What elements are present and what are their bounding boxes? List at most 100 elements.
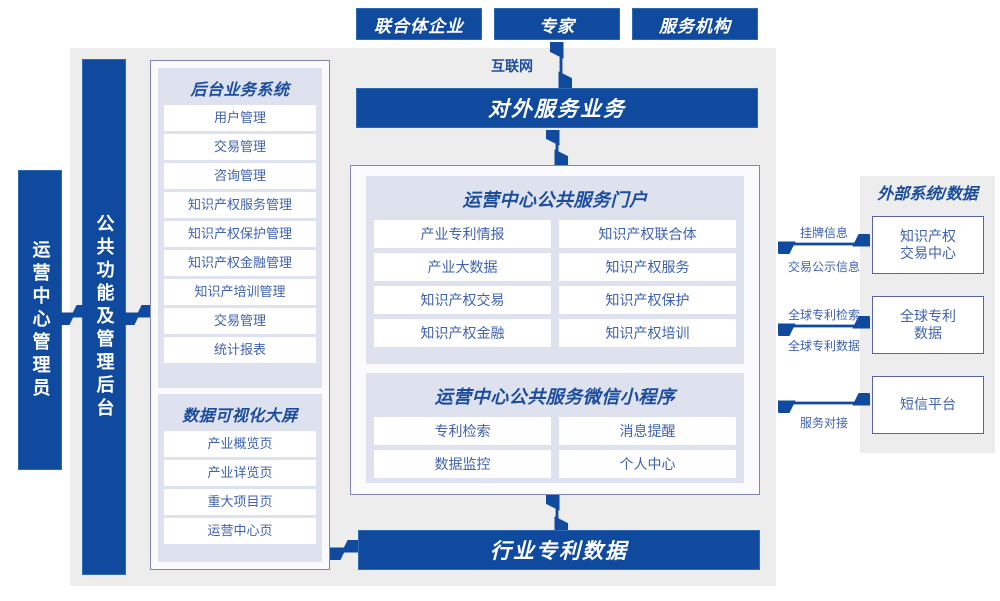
portal-item-label: 知识产权交易 [420,291,505,308]
backend-item-label: 知识产权金融管理 [187,254,292,270]
backend-item-label: 交易管理 [213,138,266,154]
backend-item[interactable]: 知识产培训管理 [164,279,316,305]
portal-item-label: 知识产权培训 [605,324,690,341]
external-box-text: 知识产权 交易中心 [900,228,956,263]
portal-item[interactable]: 知识产权联合体 [559,220,736,248]
data-screen-item-label: 运营中心页 [207,522,273,538]
miniprogram-title: 运营中心公共服务微信小程序 [434,387,676,407]
data-screen-title: 数据可视化大屏 [182,408,298,425]
top-actor-label: 服务机构 [659,16,731,36]
backend-system-list: 用户管理 交易管理 咨询管理 知识产权服务管理 知识产权保护管理 知识产权金融管… [164,105,316,363]
backend-item[interactable]: 用户管理 [164,105,316,131]
external-box-line2: 交易中心 [900,245,956,261]
top-actor-专家[interactable]: 专家 [494,8,620,40]
industry-patent-data-label: 行业专利数据 [490,540,628,563]
backend-item[interactable]: 知识产权服务管理 [164,192,316,218]
miniprogram-item-label: 专利检索 [434,422,491,439]
miniprogram-grid: 专利检索 消息提醒 数据监控 个人中心 [374,417,736,478]
service-portal-arrow [546,130,568,166]
data-screen-item[interactable]: 运营中心页 [164,518,316,544]
backend-system-title: 后台业务系统 [190,82,290,99]
miniprogram-item[interactable]: 个人中心 [559,450,736,478]
backend-item-label: 用户管理 [213,109,266,125]
external-connector-1-arrow [778,234,870,254]
external-box-line1: 短信平台 [900,396,956,413]
external-connector-1-label-above: 挂牌信息 [799,226,848,240]
external-connector-1-label-below: 交易公示信息 [787,260,860,274]
top-actor-服务机构[interactable]: 服务机构 [632,8,758,40]
backend-item-label: 知识产权服务管理 [187,196,292,212]
portal-item-label: 产业专利情报 [420,225,505,242]
miniprogram-item[interactable]: 数据监控 [374,450,551,478]
miniprogram-item-label: 数据监控 [434,455,491,472]
backend-item[interactable]: 知识产权保护管理 [164,221,316,247]
portal-title: 运营中心公共服务门户 [462,190,648,210]
portal-item-label: 产业大数据 [427,258,498,275]
role-bar-label: 公共功能及管理后台 [94,213,115,421]
data-screen-item[interactable]: 产业概览页 [164,431,316,457]
external-connector-2-label-below: 全球专利数据 [787,339,860,353]
miniprogram-item-label: 个人中心 [619,455,676,472]
external-box-line1: 知识产权 [900,227,956,244]
backend-item[interactable]: 交易管理 [164,134,316,160]
backend-item[interactable]: 交易管理 [164,308,316,334]
backend-item[interactable]: 咨询管理 [164,163,316,189]
backend-system-group: 后台业务系统 用户管理 交易管理 咨询管理 知识产权服务管理 知识产权保护管理 … [158,68,322,388]
backend-item-label: 统计报表 [213,341,266,357]
data-screen-list: 产业概览页 产业详览页 重大项目页 运营中心页 [164,431,316,544]
backend-item[interactable]: 知识产权金融管理 [164,250,316,276]
external-service-bar[interactable]: 对外服务业务 [356,88,758,128]
industry-patent-data-bar[interactable]: 行业专利数据 [358,530,760,570]
portal-item[interactable]: 产业大数据 [374,253,551,281]
data-screen-item-label: 产业详览页 [207,464,273,480]
portal-item[interactable]: 知识产权交易 [374,286,551,314]
external-box-text: 全球专利 数据 [900,308,956,343]
portal-item[interactable]: 知识产权服务 [559,253,736,281]
backend-item-label: 咨询管理 [213,167,266,183]
portal-item[interactable]: 知识产权培训 [559,319,736,347]
portal-item[interactable]: 知识产权金融 [374,319,551,347]
external-connector-3-arrow [778,393,870,413]
backend-item[interactable]: 统计报表 [164,337,316,363]
portal-item[interactable]: 知识产权保护 [559,286,736,314]
top-actor-联合体企业[interactable]: 联合体企业 [356,8,482,40]
admin-backend-arrow [59,305,87,325]
portal-item-label: 知识产权金融 [420,324,505,341]
data-screen-item-label: 重大项目页 [207,493,273,509]
external-box-text: 短信平台 [900,396,956,414]
backend-item-label: 交易管理 [213,312,266,328]
portal-grid: 产业专利情报 知识产权联合体 产业大数据 知识产权服务 知识产权交易 知识产权保… [374,220,736,347]
portal-item-label: 知识产权服务 [605,258,690,275]
external-box-全球专利数据[interactable]: 全球专利 数据 [872,296,984,354]
external-service-label: 对外服务业务 [488,98,626,121]
data-screen-item[interactable]: 重大项目页 [164,489,316,515]
role-bar-运营中心管理员[interactable]: 运营中心管理员 [18,170,62,470]
backend-patentdata-arrow [330,540,358,560]
top-actor-label: 联合体企业 [374,16,464,36]
external-connector-2-arrow [778,316,870,336]
portal-item[interactable]: 产业专利情报 [374,220,551,248]
portal-patentdata-arrow [546,495,568,533]
miniprogram-item-label: 消息提醒 [619,422,676,439]
data-screen-item-label: 产业概览页 [207,435,273,451]
backend-panel-arrow [124,305,152,325]
external-connector-3-label-below: 服务对接 [799,416,848,430]
portal-item-label: 知识产权联合体 [598,225,697,242]
miniprogram-group: 运营中心公共服务微信小程序 专利检索 消息提醒 数据监控 个人中心 [366,373,744,483]
portal-item-label: 知识产权保护 [605,291,690,308]
external-box-知识产权交易中心[interactable]: 知识产权 交易中心 [872,216,984,274]
backend-item-label: 知识产培训管理 [194,283,286,299]
miniprogram-item[interactable]: 专利检索 [374,417,551,445]
data-screen-group: 数据可视化大屏 产业概览页 产业详览页 重大项目页 运营中心页 [158,394,322,562]
internet-arrow [550,42,572,88]
external-systems-title: 外部系统/数据 [877,186,978,203]
top-actor-label: 专家 [539,16,575,36]
internet-label: 互联网 [491,58,533,74]
data-screen-item[interactable]: 产业详览页 [164,460,316,486]
miniprogram-item[interactable]: 消息提醒 [559,417,736,445]
role-bar-公共功能及管理后台[interactable]: 公共功能及管理后台 [82,59,126,575]
external-box-line1: 全球专利 [900,307,956,324]
external-box-短信平台[interactable]: 短信平台 [872,376,984,434]
role-bar-label: 运营中心管理员 [30,239,51,401]
